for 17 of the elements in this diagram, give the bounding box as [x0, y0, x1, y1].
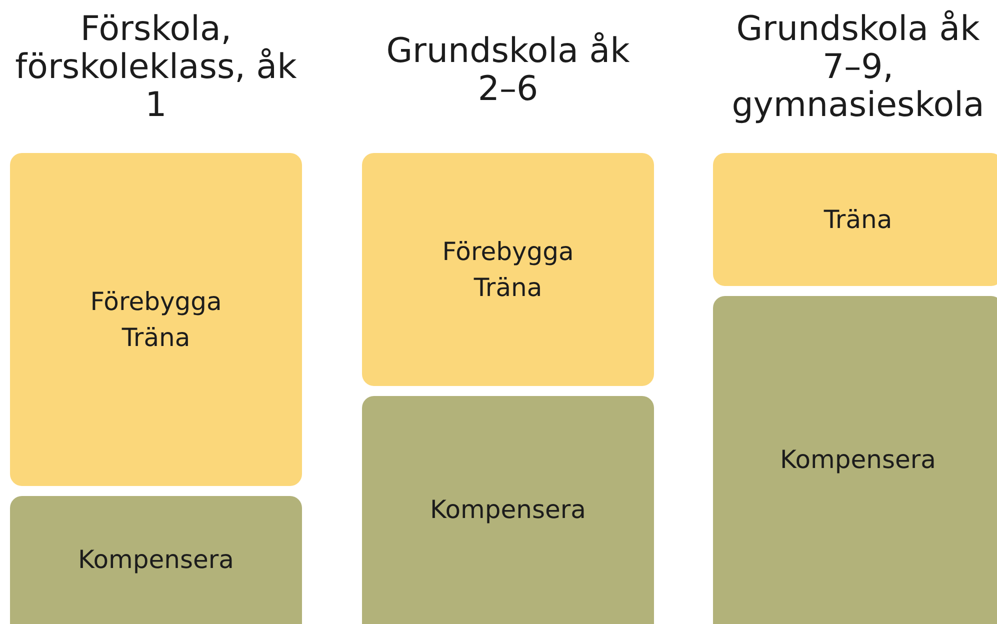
category-box [362, 396, 654, 624]
box-label: Kompensera [780, 444, 936, 476]
box-label: Kompensera [430, 494, 586, 526]
column-heading: Grundskola åk 2–6 [385, 32, 631, 108]
box-label: Förebygga [442, 236, 574, 268]
column-heading: Grundskola åk 7–9, gymnasieskola [730, 10, 986, 124]
box-label: Kompensera [78, 544, 234, 576]
column-heading: Förskola, förskoleklass, åk 1 [14, 10, 298, 124]
box-label: Träna [824, 204, 892, 236]
category-box [10, 496, 302, 624]
box-label: Träna [122, 322, 190, 354]
category-box [362, 153, 654, 386]
category-box [713, 296, 997, 624]
category-box [713, 153, 997, 286]
box-label: Träna [474, 272, 542, 304]
category-box [10, 153, 302, 486]
box-label: Förebygga [90, 286, 222, 318]
